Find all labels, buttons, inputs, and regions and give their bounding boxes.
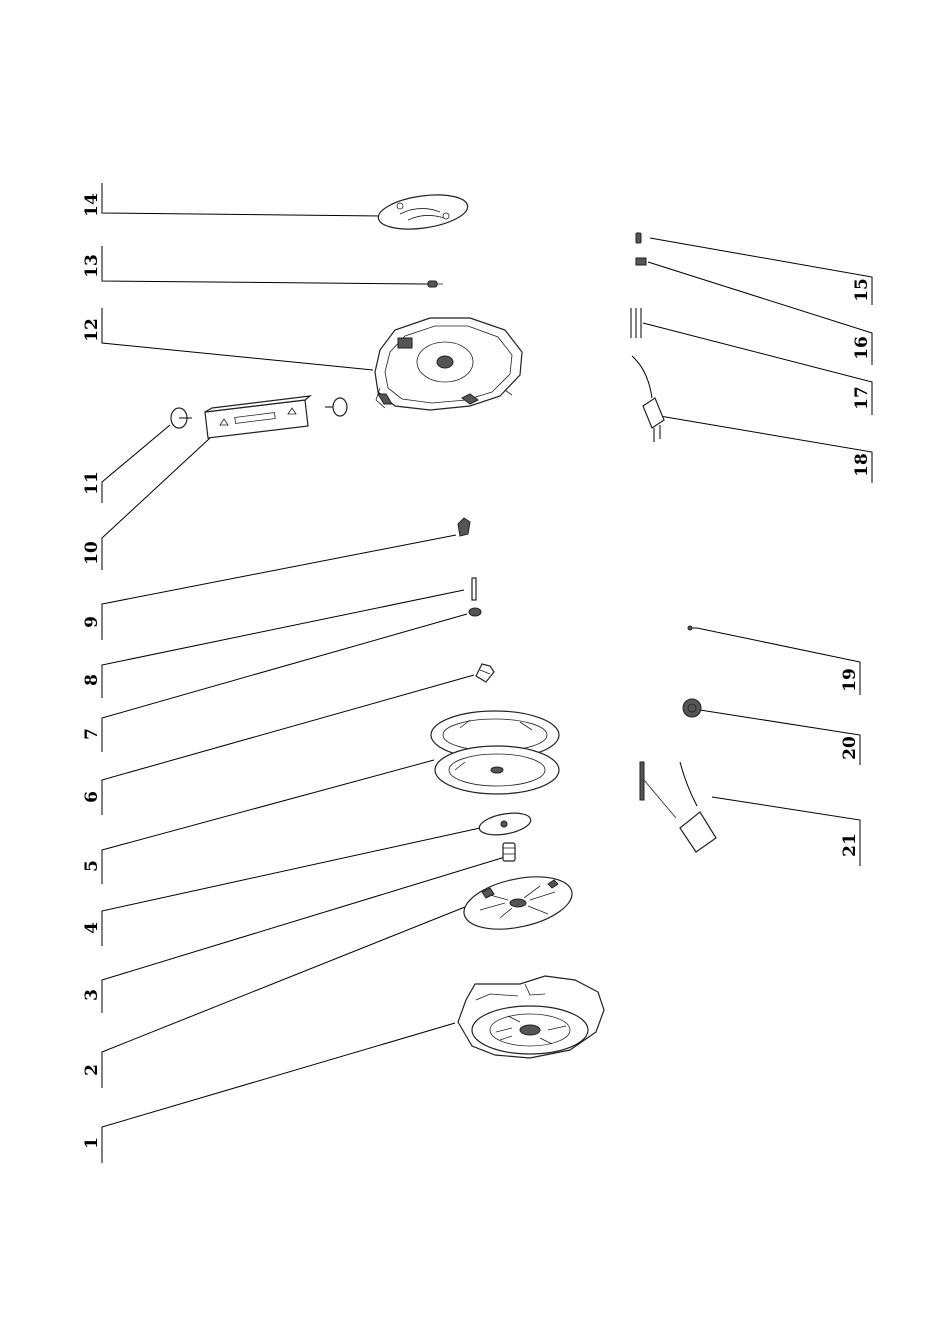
callout-3: 3 xyxy=(82,857,505,1013)
callout-19: 19 xyxy=(697,628,860,695)
callout-12: 12 xyxy=(82,308,373,370)
part-6-shaft xyxy=(476,664,494,682)
part-17-rods xyxy=(631,308,641,338)
callout-14: 14 xyxy=(82,183,383,217)
callout-number-8: 8 xyxy=(82,674,102,686)
leader-line-18 xyxy=(648,414,872,483)
part-14-cover-plate xyxy=(376,190,470,234)
callout-number-4: 4 xyxy=(82,922,102,934)
leader-line-2 xyxy=(102,905,470,1088)
part-4-small-disc xyxy=(478,810,533,839)
leader-line-17 xyxy=(643,323,872,415)
callout-2: 2 xyxy=(82,905,470,1088)
leader-line-16 xyxy=(648,262,872,365)
leader-line-21 xyxy=(712,797,860,866)
callout-9: 9 xyxy=(82,535,456,640)
callout-number-15: 15 xyxy=(852,278,872,302)
part-9-clip xyxy=(458,518,470,536)
callout-number-18: 18 xyxy=(852,453,872,477)
callout-6: 6 xyxy=(82,675,474,815)
callout-10: 10 xyxy=(82,438,210,570)
callout-8: 8 xyxy=(82,590,464,698)
leader-line-8 xyxy=(102,590,464,698)
callout-16: 16 xyxy=(648,262,872,365)
part-7-spring-part xyxy=(469,608,481,616)
leader-line-6 xyxy=(102,675,474,815)
leader-line-9 xyxy=(102,535,456,640)
callout-number-14: 14 xyxy=(82,193,102,217)
callout-number-9: 9 xyxy=(82,616,102,628)
callout-18: 18 xyxy=(648,414,872,483)
part-13-screw xyxy=(428,281,443,287)
part-3-spindle xyxy=(503,843,515,861)
part-18-power-plug xyxy=(632,356,664,442)
part-5-spring-housing xyxy=(431,711,559,794)
callout-number-7: 7 xyxy=(82,728,102,740)
callout-13: 13 xyxy=(82,246,428,284)
leader-line-1 xyxy=(102,1023,455,1163)
callout-20: 20 xyxy=(700,710,860,765)
callout-number-16: 16 xyxy=(852,336,872,360)
leader-line-15 xyxy=(650,238,872,305)
callout-number-11: 11 xyxy=(82,471,102,495)
part-12-rear-housing xyxy=(375,318,522,410)
callout-17: 17 xyxy=(643,323,872,415)
part-20-round-cap xyxy=(683,699,701,717)
callout-number-6: 6 xyxy=(82,791,102,803)
callout-number-5: 5 xyxy=(82,860,102,872)
leader-line-5 xyxy=(102,760,434,884)
part-10-mounting-bracket xyxy=(205,396,347,438)
callout-number-2: 2 xyxy=(82,1064,102,1076)
leader-line-13 xyxy=(102,246,428,284)
callout-number-19: 19 xyxy=(840,668,860,692)
part-16-clip xyxy=(636,258,646,265)
leader-line-11 xyxy=(102,425,170,503)
leader-line-4 xyxy=(102,828,480,946)
callout-4: 4 xyxy=(82,828,480,946)
leader-line-12 xyxy=(102,308,373,370)
leader-line-20 xyxy=(700,710,860,765)
part-1-front-housing xyxy=(458,976,604,1058)
callout-number-13: 13 xyxy=(82,254,102,278)
callout-5: 5 xyxy=(82,760,434,884)
part-15-screw xyxy=(636,233,641,243)
callout-number-12: 12 xyxy=(82,318,102,342)
callout-number-20: 20 xyxy=(840,736,860,760)
part-11-wall-anchor xyxy=(171,408,192,428)
callout-11: 11 xyxy=(82,425,170,503)
callout-number-10: 10 xyxy=(82,541,102,565)
callout-21: 21 xyxy=(712,797,860,866)
part-21-socket-connector xyxy=(640,762,716,852)
leader-line-14 xyxy=(102,183,383,216)
callout-number-21: 21 xyxy=(840,833,860,857)
callout-15: 15 xyxy=(650,238,872,305)
leader-line-10 xyxy=(102,438,210,570)
callout-number-3: 3 xyxy=(82,989,102,1001)
callout-number-17: 17 xyxy=(852,386,872,410)
callout-1: 1 xyxy=(82,1023,455,1163)
part-2-reel-disc xyxy=(459,868,577,938)
leader-line-19 xyxy=(697,628,860,695)
part-8-pin xyxy=(472,578,476,600)
leader-line-7 xyxy=(102,614,467,752)
leader-line-3 xyxy=(102,857,505,1013)
part-19-pin xyxy=(688,626,697,630)
callout-number-1: 1 xyxy=(82,1137,102,1149)
